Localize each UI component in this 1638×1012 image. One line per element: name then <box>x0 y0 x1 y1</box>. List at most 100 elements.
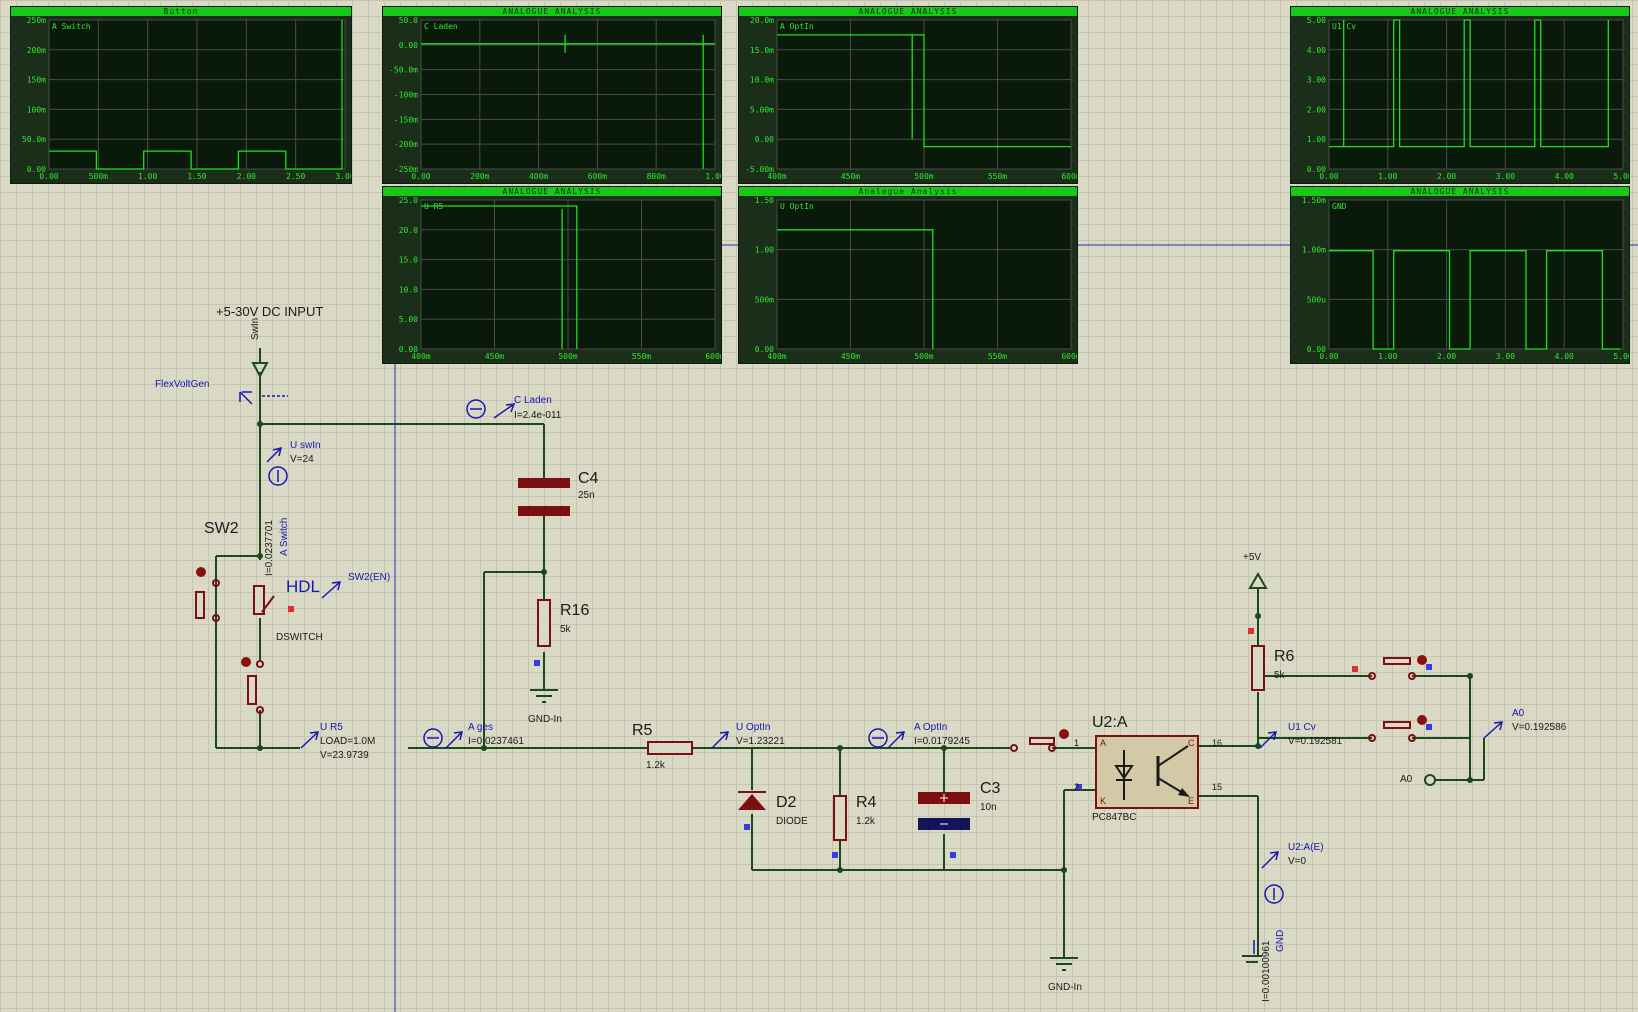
trace-label: A OptIn <box>780 22 814 31</box>
x-tick-label: 1.50 <box>187 172 206 181</box>
x-tick-label: 600m <box>1061 172 1077 181</box>
graph-title: Analogue Analysis <box>739 187 1077 196</box>
probe-aoptin-value: I=0.0179245 <box>914 736 970 747</box>
x-tick-label: 3.00 <box>335 172 351 181</box>
plot-area <box>1328 19 1624 170</box>
y-tick-label: 20.0m <box>750 16 774 25</box>
x-tick-label: 1.00 <box>705 172 721 181</box>
x-tick-label: 550m <box>632 352 651 361</box>
x-tick-label: 200m <box>470 172 489 181</box>
graph-title: Button <box>11 7 351 16</box>
y-tick-label: 5.00 <box>399 315 418 324</box>
x-tick-label: 400m <box>411 352 430 361</box>
x-tick-label: 1.00 <box>138 172 157 181</box>
x-tick-label: 400m <box>767 352 786 361</box>
probe-aoptin-label: A OptIn <box>914 722 948 733</box>
y-tick-label: 3.00 <box>1307 76 1326 85</box>
x-tick-label: 5.00 <box>1613 352 1629 361</box>
y-tick-label: 1.50 <box>755 196 774 205</box>
pin-c-label: C <box>1188 738 1195 748</box>
x-tick-label: 600m <box>1061 352 1077 361</box>
y-tick-label: 20.0 <box>399 226 418 235</box>
x-tick-label: 2.00 <box>237 172 256 181</box>
x-tick-label: 1.00 <box>1378 172 1397 181</box>
probe-a0-value: V=0.192586 <box>1512 722 1567 733</box>
c3-label: C3 <box>980 780 1001 797</box>
y-tick-label: 50.0m <box>22 135 46 144</box>
x-tick-label: 450m <box>485 352 504 361</box>
pin2-label: 2 <box>1074 782 1080 792</box>
u2a-label: U2:A <box>1092 714 1128 731</box>
graph-title: ANALOGUE ANALYSIS <box>383 187 721 196</box>
probe-ur5-label: U R5 <box>320 722 343 733</box>
probe-c-laden-value: I=2.4e-011 <box>514 410 562 421</box>
x-tick-label: 400m <box>529 172 548 181</box>
trace-label: GND <box>1332 202 1347 211</box>
y-tick-label: 5.00 <box>1307 16 1326 25</box>
probe-u-swin-value: V=24 <box>290 454 314 465</box>
probe-u-swin-label: U swIn <box>290 440 321 451</box>
graph-title: ANALOGUE ANALYSIS <box>1291 187 1629 196</box>
x-tick-label: 0.00 <box>411 172 430 181</box>
y-tick-label: 500u <box>1307 295 1326 304</box>
pin1-label: 1 <box>1074 738 1080 748</box>
probe-u1cv-label: U1 Cv <box>1288 722 1316 733</box>
y-tick-label: 0.00 <box>1307 345 1326 354</box>
y-tick-label: 1.00 <box>1307 135 1326 144</box>
x-tick-label: 600m <box>588 172 607 181</box>
r4-value: 1.2k <box>856 816 875 827</box>
y-tick-label: 10.0 <box>399 285 418 294</box>
y-tick-label: -100m <box>394 91 418 100</box>
probe-u1cv-value: V=0.192581 <box>1288 736 1343 747</box>
x-tick-label: 800m <box>647 172 666 181</box>
x-tick-label: 1.00 <box>1378 352 1397 361</box>
probe-ur5-value: V=23.9739 <box>320 750 369 761</box>
d2-label: D2 <box>776 794 797 811</box>
x-tick-label: 500m <box>914 352 933 361</box>
x-tick-label: 2.00 <box>1437 172 1456 181</box>
y-tick-label: 0.00 <box>399 345 418 354</box>
y-tick-label: 25.0 <box>399 196 418 205</box>
x-tick-label: 4.00 <box>1555 352 1574 361</box>
flexvoltgen-label: FlexVoltGen <box>155 379 210 390</box>
y-tick-label: 0.00 <box>399 41 418 50</box>
x-tick-label: 600m <box>705 352 721 361</box>
probe-a0-label: A0 <box>1512 708 1525 719</box>
probe-aswitch-value: I=0.0237701 <box>264 520 275 576</box>
pin-k-label: K <box>1100 796 1107 806</box>
probe-ages-label: A ges <box>468 722 494 733</box>
c4-label: C4 <box>578 470 599 487</box>
y-tick-label: 200m <box>27 46 46 55</box>
a0-terminal-label: A0 <box>1400 774 1413 785</box>
d2-value: DIODE <box>776 816 808 827</box>
sw2-label: SW2 <box>204 520 239 537</box>
y-tick-label: 0.00 <box>755 135 774 144</box>
sw2en-label: SW2(EN) <box>348 572 391 583</box>
y-tick-label: 1.50m <box>1302 196 1326 205</box>
r5-value: 1.2k <box>646 760 665 771</box>
trace-waveform <box>777 229 934 349</box>
trace-label: C Laden <box>424 22 458 31</box>
probe-ages-value: I=0.0237461 <box>468 736 524 747</box>
y-tick-label: -150m <box>394 115 418 124</box>
gnd-probe-label: GND <box>1275 929 1286 952</box>
c3-value: 10n <box>980 802 997 813</box>
x-tick-label: 0.00 <box>39 172 58 181</box>
trace-waveform <box>49 20 343 170</box>
y-tick-label: -250m <box>394 165 418 174</box>
plot-area <box>1328 199 1624 350</box>
graph-title: ANALOGUE ANALYSIS <box>1291 7 1629 16</box>
x-tick-label: 2.00 <box>1437 352 1456 361</box>
